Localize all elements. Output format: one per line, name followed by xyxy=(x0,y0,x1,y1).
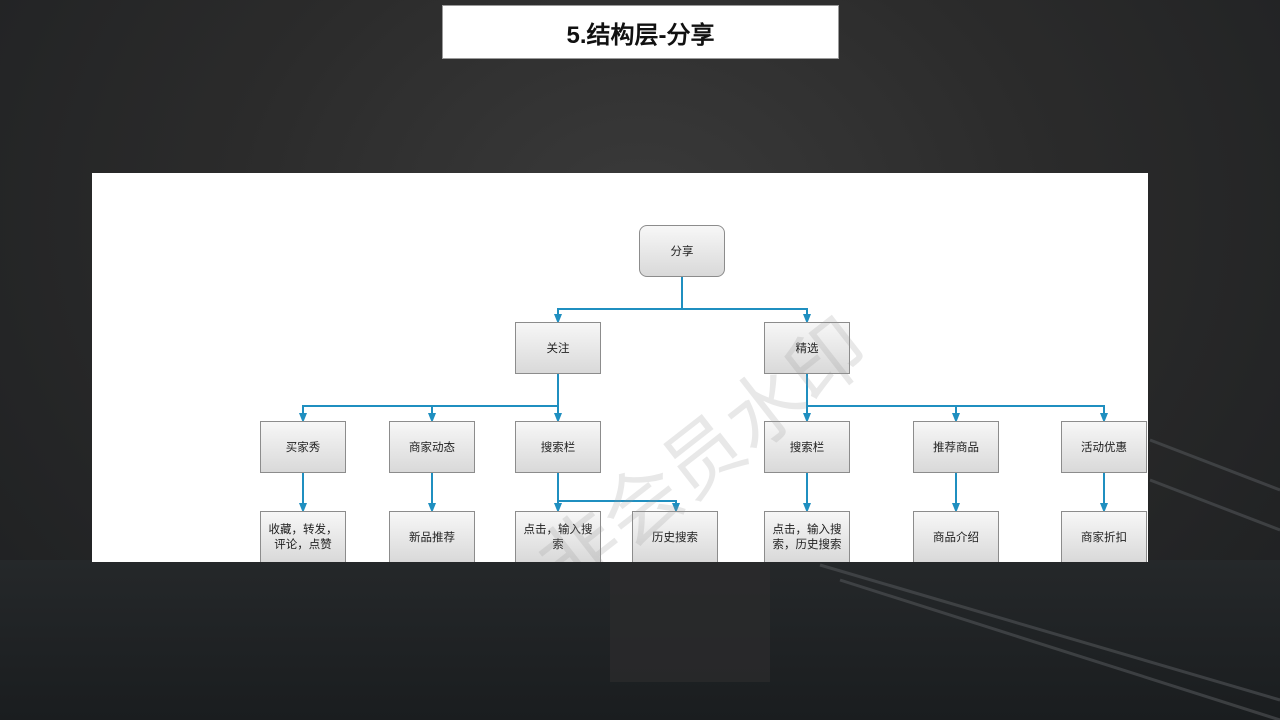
node-root: 分享 xyxy=(639,225,725,277)
slide-title: 5.结构层-分享 xyxy=(566,21,715,49)
node-huodongyouhui: 活动优惠 xyxy=(1061,421,1147,473)
node-tuijianshangpin: 推荐商品 xyxy=(913,421,999,473)
connector-guanzhu-shangjiadongtai xyxy=(428,405,558,423)
node-xinpintuijian: 新品推荐 xyxy=(389,511,475,562)
connector-root-jingxuan xyxy=(682,308,811,324)
node-sousuolan-jingxuan: 搜索栏 xyxy=(764,421,850,473)
node-dianji-lishi: 点击，输入搜索，历史搜索 xyxy=(764,511,850,562)
node-lishisousuo: 历史搜索 xyxy=(632,511,718,562)
node-shoucang: 收藏，转发，评论，点赞 xyxy=(260,511,346,562)
diagram-canvas: 分享 关注 精选 买家秀 商家动态 搜索栏 搜索栏 推荐商品 活动优惠 收藏，转… xyxy=(92,173,1148,562)
node-shangjiazhekou: 商家折扣 xyxy=(1061,511,1147,562)
connector-guanzhu-maijiaxiu xyxy=(299,405,558,423)
node-jingxuan: 精选 xyxy=(764,322,850,374)
connector-root-guanzhu xyxy=(554,308,682,324)
node-dianji-shuru: 点击，输入搜索 xyxy=(515,511,601,562)
connector-jingxuan-tuijian xyxy=(807,405,960,423)
slide-title-box: 5.结构层-分享 xyxy=(442,5,839,59)
node-maijiaxiu: 买家秀 xyxy=(260,421,346,473)
connector-lines xyxy=(299,277,1108,513)
connector-sousuo-lishi xyxy=(558,500,680,513)
connector-jingxuan-huodong xyxy=(807,405,1108,423)
node-shangpinjieshao: 商品介绍 xyxy=(913,511,999,562)
node-sousuolan-guanzhu: 搜索栏 xyxy=(515,421,601,473)
node-guanzhu: 关注 xyxy=(515,322,601,374)
node-shangjiadongtai: 商家动态 xyxy=(389,421,475,473)
